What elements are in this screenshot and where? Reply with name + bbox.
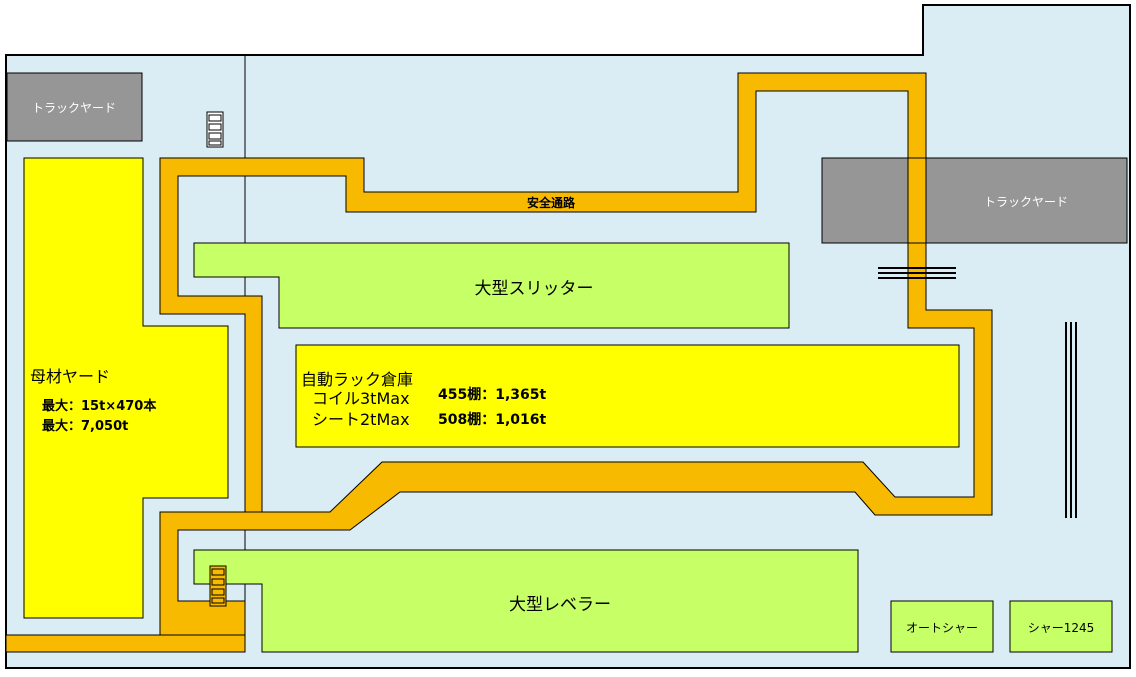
stairs-icon — [206, 111, 224, 148]
auto-rack-sheet-capacity: 508棚：1,016t — [438, 411, 547, 428]
material-yard-max-count: 最大：15t×470本 — [42, 398, 156, 414]
auto-shear-label: オートシャー — [906, 621, 978, 635]
safety-path-label: 安全通路 — [527, 195, 576, 210]
safety-walkway — [5, 72, 993, 653]
rail-track-horizontal — [878, 267, 956, 279]
large-leveler — [193, 549, 859, 653]
truck-yard-right-label: トラックヤード — [984, 195, 1068, 209]
truck-yard-left — [6, 72, 143, 142]
large-slitter — [193, 242, 790, 329]
material-yard-title: 母材ヤード — [30, 367, 110, 386]
truck-yard-left-label: トラックヤード — [32, 101, 116, 115]
auto-rack-coil: コイル3tMax — [312, 389, 410, 408]
auto-rack-sheet: シート2tMax — [312, 410, 410, 429]
large-leveler-label: 大型レベラー — [509, 595, 611, 615]
shear-1245 — [1009, 600, 1113, 653]
rail-track-vertical — [1065, 322, 1077, 518]
truck-yard-right — [821, 157, 1128, 244]
stairs-icon-lower — [209, 565, 227, 607]
safety-walkway-crossing — [907, 157, 927, 244]
large-slitter-label: 大型スリッター — [475, 279, 594, 299]
auto-rack-warehouse — [295, 344, 960, 448]
material-yard-max-weight: 最大：7,050t — [42, 418, 128, 434]
material-yard — [23, 157, 229, 619]
auto-rack-coil-capacity: 455棚：1,365t — [438, 386, 547, 403]
shear-1245-label: シャー1245 — [1028, 621, 1095, 635]
auto-shear — [890, 600, 994, 653]
auto-rack-title: 自動ラック倉庫 — [301, 370, 413, 389]
